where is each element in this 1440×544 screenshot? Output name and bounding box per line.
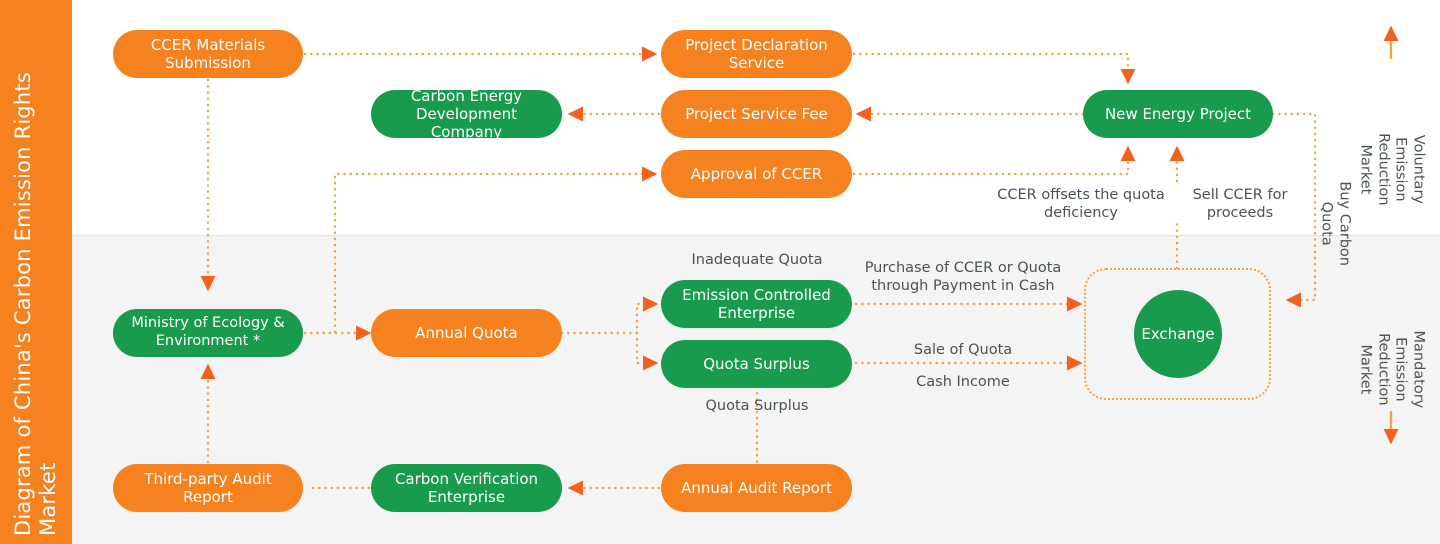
exchange-boundary <box>1084 268 1271 400</box>
node-new-energy-project[interactable]: New Energy Project <box>1083 90 1273 138</box>
market-band-divider <box>0 235 1440 236</box>
node-quota-surplus[interactable]: Quota Surplus <box>661 340 852 388</box>
node-carbon-energy-development-company[interactable]: Carbon Energy Development Company <box>371 87 562 141</box>
node-exchange[interactable]: Exchange <box>1134 290 1222 378</box>
edge-label-quota-surplus: Quota Surplus <box>705 398 809 414</box>
node-annual-quota[interactable]: Annual Quota <box>371 309 562 357</box>
node-carbon-verification-enterprise[interactable]: Carbon Verification Enterprise <box>371 464 562 512</box>
node-project-declaration-service[interactable]: Project Declaration Service <box>661 30 852 78</box>
node-ccer-materials-submission[interactable]: CCER Materials Submission <box>113 30 303 78</box>
diagram-title-bar: Diagram of China's Carbon Emission Right… <box>0 0 72 544</box>
edge-label-cash-income: Cash Income <box>887 373 1039 392</box>
page-title: Diagram of China's Carbon Emission Right… <box>11 71 60 536</box>
edge-label-sale-of-quota: Sale of Quota <box>887 341 1039 360</box>
node-annual-audit-report[interactable]: Annual Audit Report <box>661 464 852 512</box>
edge-label-ccer-offsets-quota-deficiency: CCER offsets the quota deficiency <box>976 186 1186 223</box>
node-ministry-of-ecology-environment[interactable]: Ministry of Ecology & Environment * <box>113 309 303 357</box>
edge-label-sell-ccer-for-proceeds: Sell CCER for proceeds <box>1186 186 1294 223</box>
node-third-party-audit-report[interactable]: Third-party Audit Report <box>113 464 303 512</box>
market-label-mandatory: Mandatory Emission Reduction Market <box>1357 330 1427 408</box>
node-emission-controlled-enterprise[interactable]: Emission Controlled Enterprise <box>661 280 852 328</box>
node-project-service-fee[interactable]: Project Service Fee <box>661 90 852 138</box>
market-label-voluntary: Voluntary Emission Reduction Market <box>1357 132 1427 206</box>
edge-label-purchase-ccer-or-quota: Purchase of CCER or Quota through Paymen… <box>857 259 1069 296</box>
node-approval-of-ccer[interactable]: Approval of CCER <box>661 150 852 198</box>
edge-label-inadequate-quota: Inadequate Quota <box>657 251 857 270</box>
